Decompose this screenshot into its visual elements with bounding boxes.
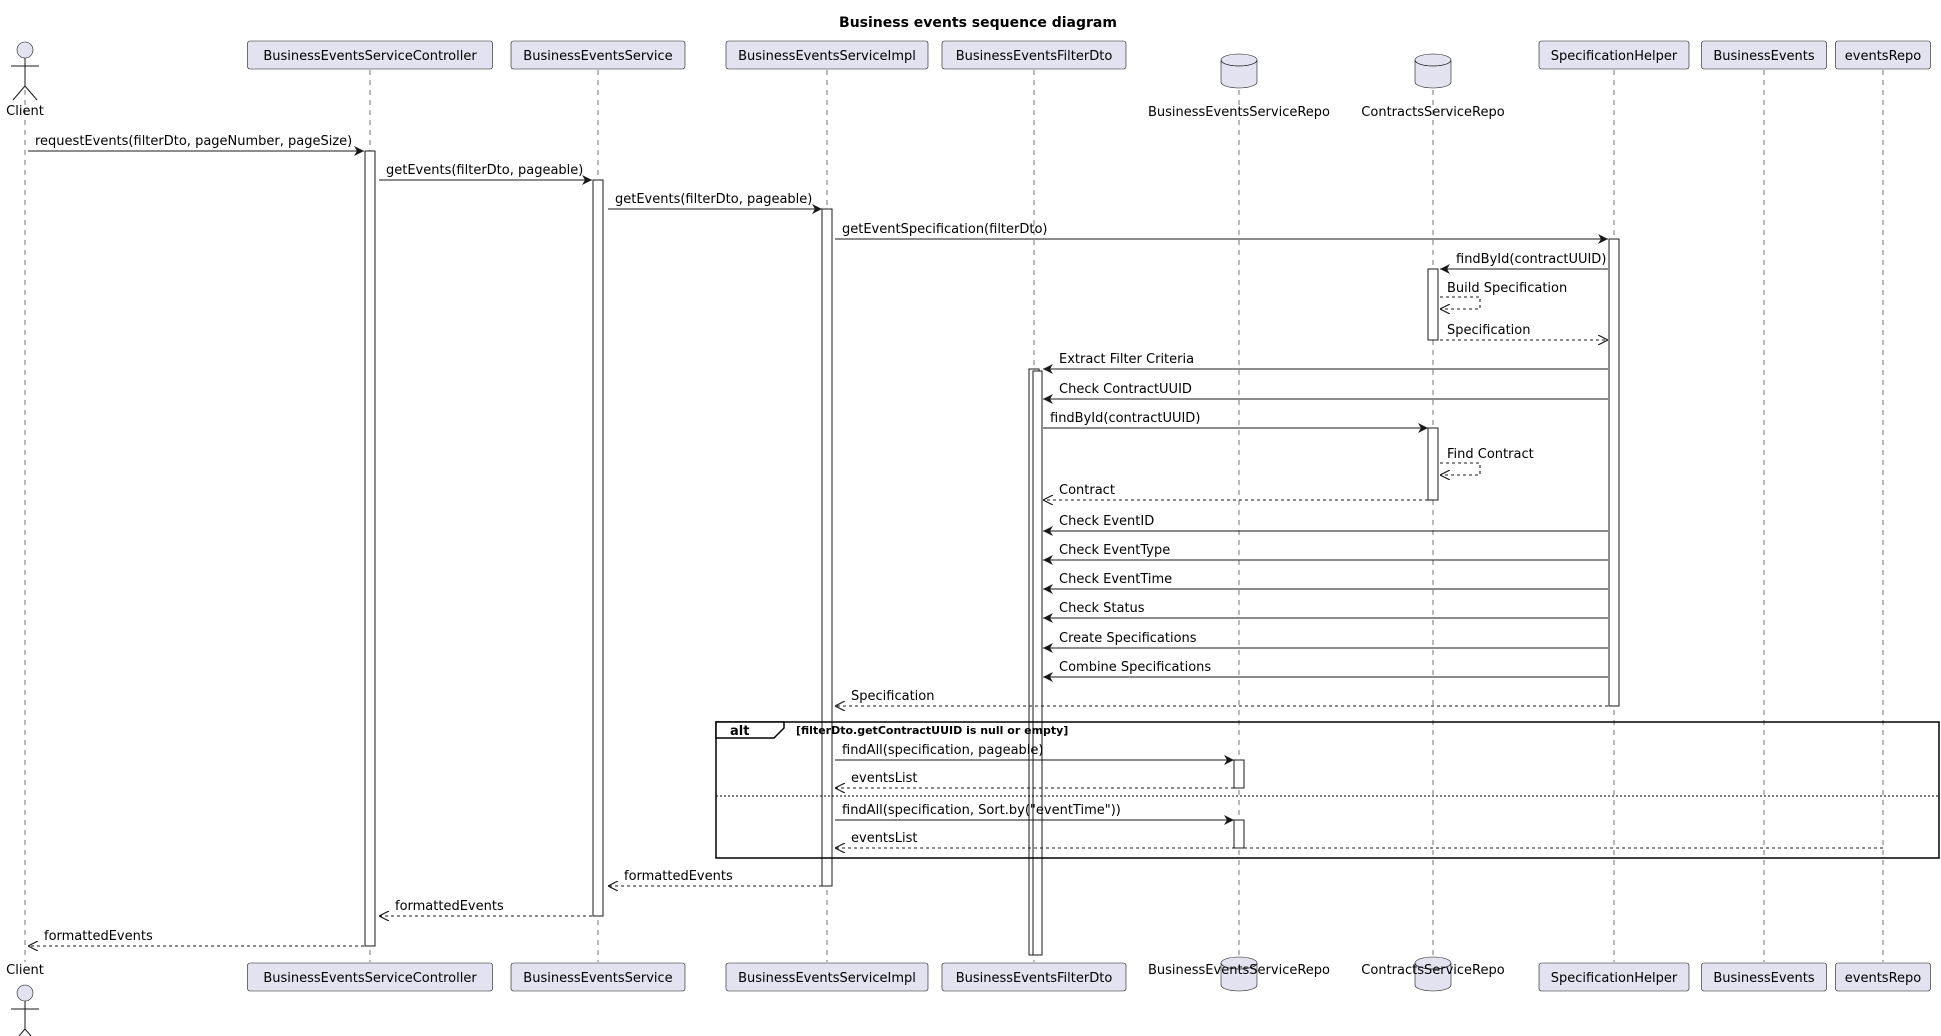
- participant-name-repo-bottom: BusinessEventsServiceRepo: [1148, 963, 1330, 978]
- message-label: getEvents(filterDto, pageable): [386, 163, 583, 178]
- message-label: findById(contractUUID): [1050, 411, 1200, 426]
- message-label: Specification: [851, 689, 934, 704]
- participant-box-service-top: [510, 40, 686, 70]
- database-icon: [1414, 956, 1452, 992]
- activation-bar-contracts: [1427, 427, 1439, 501]
- message-label: findById(contractUUID): [1456, 252, 1606, 267]
- message-label: Contract: [1059, 483, 1115, 498]
- participant-box-eventsRepo-bottom: [1835, 962, 1931, 992]
- alt-keyword: alt: [730, 724, 749, 739]
- participant-box-eventsRepo-top: [1835, 40, 1931, 70]
- message-label: Specification: [1447, 323, 1530, 338]
- activation-bars: [364, 150, 1620, 956]
- message-label: findAll(specification, Sort.by("eventTim…: [842, 803, 1121, 818]
- activation-bar-controller: [364, 150, 376, 947]
- message-label: formattedEvents: [44, 929, 153, 944]
- participant-name-contracts-top: ContractsServiceRepo: [1361, 105, 1504, 120]
- message-label: Extract Filter Criteria: [1059, 352, 1194, 367]
- message-label: Check ContractUUID: [1059, 382, 1192, 397]
- participant-box-controller-bottom: [247, 962, 493, 992]
- message-label: getEventSpecification(filterDto): [842, 222, 1048, 237]
- participant-box-filter-bottom: [941, 962, 1127, 992]
- alt-condition: [filterDto.getContractUUID is null or em…: [796, 724, 1068, 737]
- participant-box-filter-top: [941, 40, 1127, 70]
- activation-bar-filter-nested: [1032, 370, 1043, 956]
- participant-name-events-top: BusinessEvents: [1713, 49, 1815, 64]
- participant-box-controller-top: [247, 40, 493, 70]
- diagram-title: Business events sequence diagram: [839, 15, 1117, 31]
- participant-box-events-bottom: [1701, 962, 1827, 992]
- participant-name-controller-bottom: BusinessEventsServiceController: [263, 971, 477, 986]
- activation-bar-repo: [1233, 819, 1245, 849]
- participant-box-service-bottom: [510, 962, 686, 992]
- participant-box-events-top: [1701, 40, 1827, 70]
- activation-bar-service: [592, 179, 604, 917]
- participant-name-events-bottom: BusinessEvents: [1713, 971, 1815, 986]
- message-label: formattedEvents: [395, 899, 504, 914]
- activation-bar-repo: [1233, 759, 1245, 789]
- database-icon: [1220, 53, 1258, 89]
- participant-box-impl-top: [725, 40, 929, 70]
- participant-name-eventsRepo-bottom: eventsRepo: [1845, 971, 1921, 986]
- participant-name-repo-top: BusinessEventsServiceRepo: [1148, 105, 1330, 120]
- actor-icon: [11, 41, 39, 101]
- participant-name-spec-bottom: SpecificationHelper: [1551, 971, 1678, 986]
- participant-name-client-bottom: Client: [6, 963, 44, 978]
- activation-bar-impl: [821, 208, 833, 887]
- message-arrow: [1440, 296, 1481, 309]
- activation-bar-contracts: [1427, 268, 1439, 341]
- participant-box-spec-bottom: [1538, 962, 1690, 992]
- database-icon: [1220, 956, 1258, 992]
- message-label: Check EventTime: [1059, 572, 1172, 587]
- participant-box-impl-bottom: [725, 962, 929, 992]
- participant-name-spec-top: SpecificationHelper: [1551, 49, 1678, 64]
- participant-box-spec-top: [1538, 40, 1690, 70]
- messages: requestEvents(filterDto, pageNumber, pag…: [28, 134, 1883, 946]
- participant-name-service-bottom: BusinessEventsService: [523, 971, 672, 986]
- alt-tab: [715, 721, 785, 739]
- participant-name-eventsRepo-top: eventsRepo: [1845, 49, 1921, 64]
- alt-fragment: alt [filterDto.getContractUUID is null or…: [715, 721, 1940, 859]
- message-label: requestEvents(filterDto, pageNumber, pag…: [35, 134, 352, 149]
- activation-bar-spec: [1608, 238, 1620, 707]
- actor-icon: [11, 984, 39, 1036]
- message-label: Create Specifications: [1059, 631, 1197, 646]
- participant-name-client-top: Client: [6, 104, 44, 119]
- participant-name-impl-top: BusinessEventsServiceImpl: [738, 49, 916, 64]
- message-label: formattedEvents: [624, 869, 733, 884]
- participant-name-filter-bottom: BusinessEventsFilterDto: [956, 971, 1113, 986]
- participant-heads: ClientClientBusinessEventsServiceControl…: [6, 40, 1931, 1036]
- participant-name-service-top: BusinessEventsService: [523, 49, 672, 64]
- message-label: eventsList: [851, 831, 918, 846]
- message-label: Combine Specifications: [1059, 660, 1211, 675]
- database-icon: [1414, 53, 1452, 89]
- message-label: Check EventID: [1059, 514, 1154, 529]
- message-label: Find Contract: [1447, 447, 1534, 462]
- message-label: getEvents(filterDto, pageable): [615, 192, 812, 207]
- message-label: Build Specification: [1447, 281, 1567, 296]
- participant-name-filter-top: BusinessEventsFilterDto: [956, 49, 1113, 64]
- participant-name-controller-top: BusinessEventsServiceController: [263, 49, 477, 64]
- participant-name-impl-bottom: BusinessEventsServiceImpl: [738, 971, 916, 986]
- alt-frame: [715, 721, 1940, 859]
- message-label: findAll(specification, pageable): [842, 743, 1044, 758]
- participant-name-contracts-bottom: ContractsServiceRepo: [1361, 963, 1504, 978]
- message-label: Check Status: [1059, 601, 1145, 616]
- message-label: eventsList: [851, 771, 918, 786]
- message-arrow: [1440, 462, 1481, 475]
- lifelines: [24, 70, 1884, 962]
- message-label: Check EventType: [1059, 543, 1170, 558]
